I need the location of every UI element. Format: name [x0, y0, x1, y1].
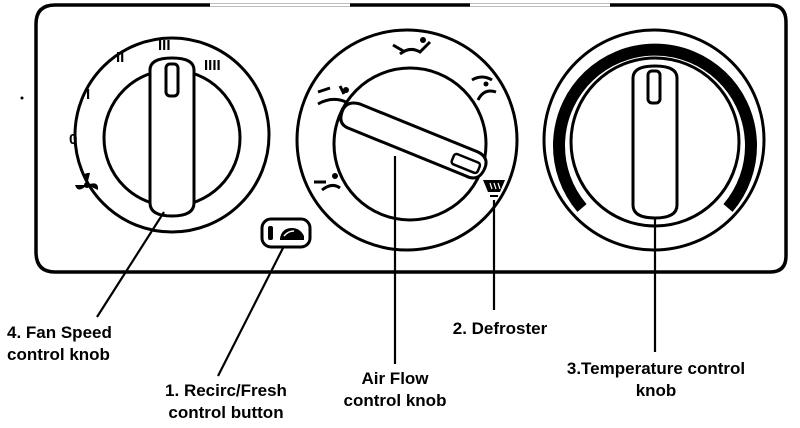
- stray-dot: [20, 96, 24, 100]
- fan-mark-0: 0: [69, 131, 77, 148]
- temperature-label-line2: knob: [635, 381, 677, 400]
- temperature-control-knob[interactable]: [542, 28, 766, 252]
- face-vent-icon: [317, 85, 349, 106]
- defroster-icon: [483, 180, 505, 197]
- recirc-leader: [217, 245, 285, 377]
- recirc-indicator: [268, 226, 273, 240]
- floor-vent-icon: [314, 173, 341, 192]
- fan-speed-label-line1: 4. Fan Speed: [7, 323, 112, 342]
- temperature-scale-arc: [553, 43, 757, 212]
- temperature-label: 3.Temperature control knob: [540, 358, 772, 402]
- fan-mark-1: I: [86, 86, 90, 103]
- fan-mark-4: IIII: [204, 57, 221, 74]
- fan-mark-3: III: [158, 37, 171, 54]
- recirc-fresh-button[interactable]: [260, 217, 312, 249]
- air-flow-knob[interactable]: [295, 28, 519, 252]
- recirc-label-line1: 1. Recirc/Fresh: [165, 381, 287, 400]
- fan-speed-knob[interactable]: 0 I II III IIII: [69, 36, 271, 234]
- fan-knob-pointer: [164, 62, 180, 98]
- defroster-label-line1: 2. Defroster: [452, 319, 548, 338]
- fan-mark-2: II: [116, 49, 124, 66]
- fan-knob-grip[interactable]: [148, 56, 196, 218]
- fan-speed-leader: [96, 211, 165, 318]
- fan-speed-label: 4. Fan Speed control knob: [7, 322, 135, 366]
- air-flow-pointer: [450, 152, 482, 175]
- car-recirc-icon: [280, 228, 304, 240]
- temperature-knob-grip[interactable]: [631, 64, 679, 220]
- air-flow-label-line2: control knob: [343, 391, 447, 410]
- air-flow-label-line1: Air Flow: [361, 369, 429, 388]
- temperature-label-line1: 3.Temperature control: [566, 359, 746, 378]
- air-flow-grip[interactable]: [339, 101, 488, 180]
- recirc-label-line2: control button: [168, 403, 284, 422]
- defroster-label: 2. Defroster: [440, 318, 560, 340]
- recirc-label: 1. Recirc/Fresh control button: [150, 380, 302, 424]
- windshield-floor-icon: [392, 37, 432, 56]
- air-flow-label: Air Flow control knob: [330, 368, 460, 412]
- fan-speed-label-line2: control knob: [7, 345, 110, 364]
- fan-icon: [75, 172, 99, 190]
- defrost-floor-icon: [471, 75, 497, 101]
- temperature-knob-pointer: [646, 69, 662, 105]
